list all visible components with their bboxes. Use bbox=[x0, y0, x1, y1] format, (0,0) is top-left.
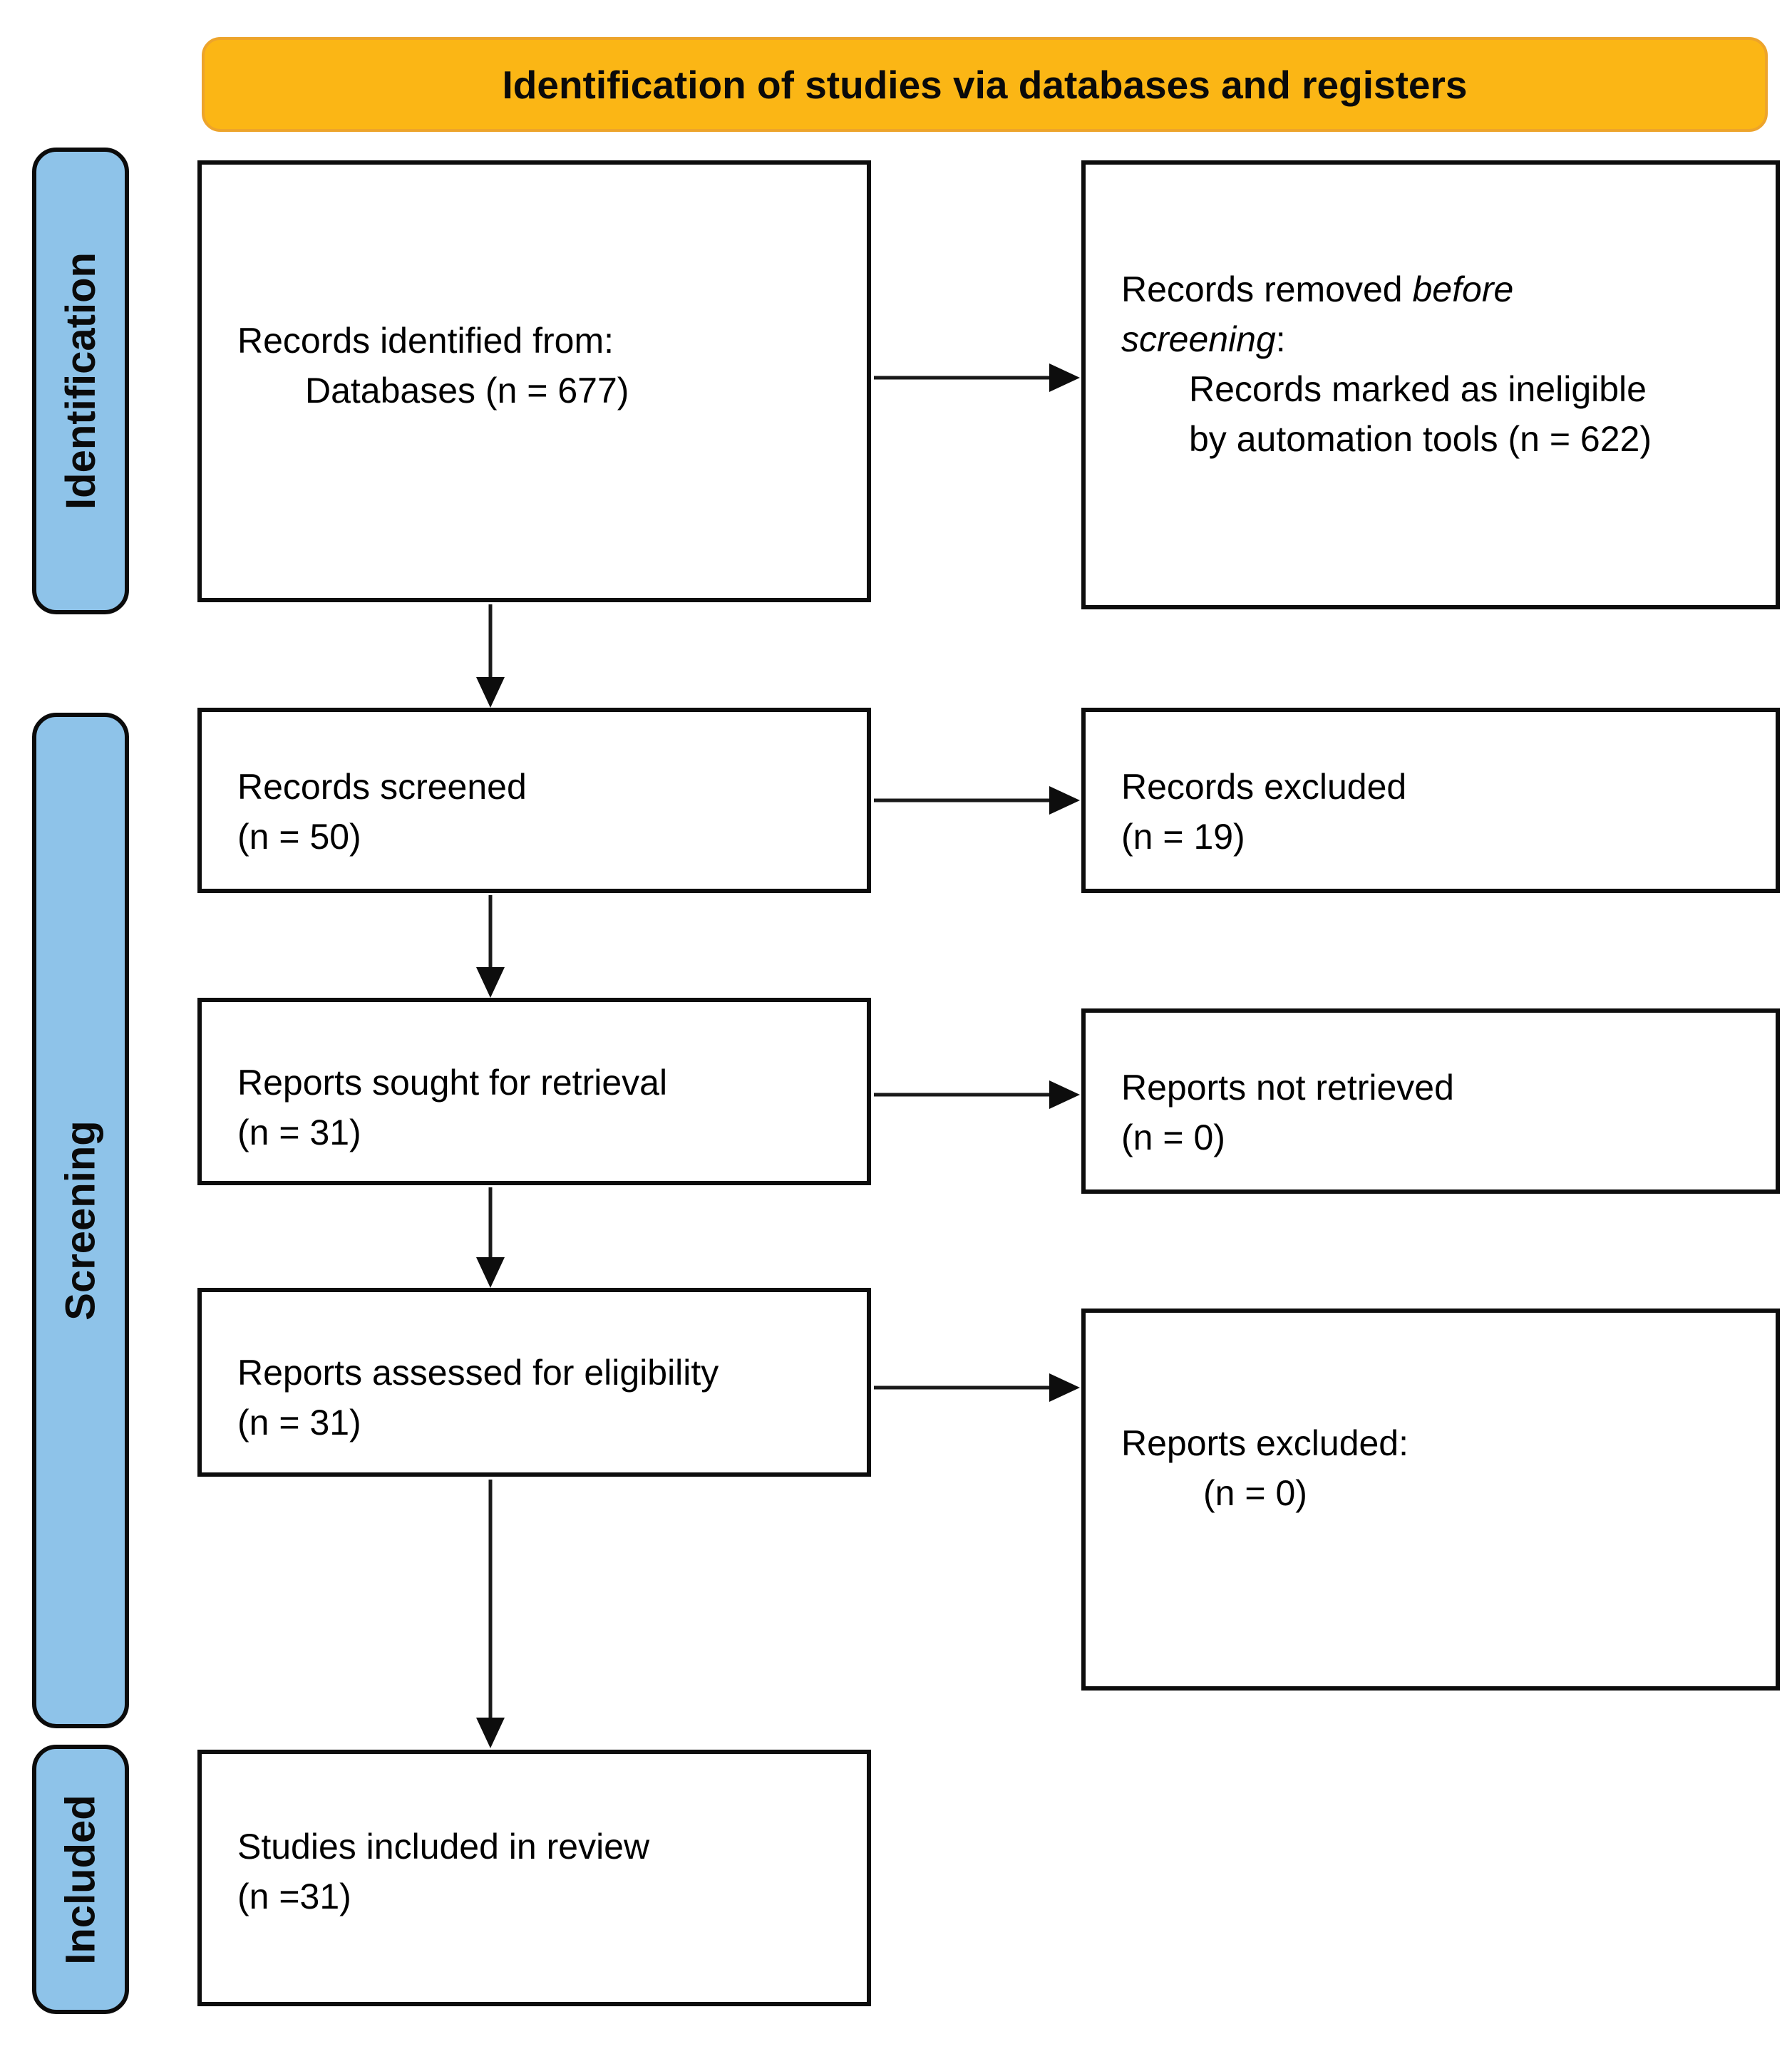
arrow-assessed-to-included bbox=[476, 1480, 505, 1748]
reports-assessed-line2: (n = 31) bbox=[237, 1403, 361, 1442]
records-removed-line2: screening: bbox=[1121, 314, 1754, 364]
box-studies-included: Studies included in review (n =31) bbox=[197, 1750, 871, 2006]
box-records-identified: Records identified from: Databases (n = … bbox=[197, 160, 871, 602]
reports-excluded-line2: (n = 0) bbox=[1203, 1473, 1307, 1513]
records-removed-line1-normal: Records removed bbox=[1121, 269, 1413, 309]
records-identified-line2: Databases (n = 677) bbox=[305, 371, 629, 411]
arrow-screened-to-sought bbox=[476, 895, 505, 998]
arrow-sought-to-assessed bbox=[476, 1187, 505, 1288]
box-reports-sought: Reports sought for retrieval (n = 31) bbox=[197, 998, 871, 1185]
stage-label-screening-text: Screening bbox=[57, 1120, 104, 1321]
box-records-screened: Records screened (n = 50) bbox=[197, 708, 871, 893]
box-reports-not-retrieved: Reports not retrieved (n = 0) bbox=[1081, 1008, 1780, 1194]
reports-sought-line1: Reports sought for retrieval bbox=[237, 1063, 668, 1103]
arrow-identified-to-screened bbox=[476, 604, 505, 708]
arrow-assessed-to-reports-excluded bbox=[874, 1373, 1080, 1402]
stage-label-included-text: Included bbox=[57, 1794, 104, 1965]
stage-label-included: Included bbox=[32, 1745, 129, 2014]
reports-sought-line2: (n = 31) bbox=[237, 1113, 361, 1152]
records-removed-line2-italic: screening bbox=[1121, 319, 1276, 359]
reports-excluded-line1: Reports excluded: bbox=[1121, 1423, 1409, 1463]
box-reports-assessed: Reports assessed for eligibility (n = 31… bbox=[197, 1288, 871, 1477]
records-screened-line2: (n = 50) bbox=[237, 817, 361, 857]
stage-label-identification-text: Identification bbox=[57, 252, 104, 510]
records-excluded-line1: Records excluded bbox=[1121, 767, 1407, 807]
records-removed-line1-italic: before bbox=[1412, 269, 1514, 309]
studies-included-line2: (n =31) bbox=[237, 1877, 351, 1916]
stage-label-screening: Screening bbox=[32, 713, 129, 1728]
reports-assessed-line1: Reports assessed for eligibility bbox=[237, 1353, 719, 1393]
records-excluded-line2: (n = 19) bbox=[1121, 817, 1245, 857]
records-removed-line4: by automation tools (n = 622) bbox=[1189, 419, 1652, 459]
records-screened-line1: Records screened bbox=[237, 767, 527, 807]
records-removed-line3: Records marked as ineligible bbox=[1189, 369, 1647, 409]
box-records-removed: Records removed before screening: Record… bbox=[1081, 160, 1780, 609]
arrow-screened-to-excluded bbox=[874, 786, 1080, 815]
studies-included-line1: Studies included in review bbox=[237, 1827, 650, 1867]
stage-label-identification: Identification bbox=[32, 148, 129, 614]
records-removed-line1: Records removed before bbox=[1121, 264, 1754, 314]
records-removed-line2-colon: : bbox=[1275, 319, 1286, 359]
header-title: Identification of studies via databases … bbox=[502, 62, 1468, 107]
reports-not-retrieved-line1: Reports not retrieved bbox=[1121, 1068, 1454, 1108]
box-reports-excluded: Reports excluded: (n = 0) bbox=[1081, 1309, 1780, 1691]
reports-not-retrieved-line2: (n = 0) bbox=[1121, 1118, 1225, 1157]
box-records-excluded: Records excluded (n = 19) bbox=[1081, 708, 1780, 893]
header-banner: Identification of studies via databases … bbox=[202, 37, 1768, 132]
arrow-identified-to-removed bbox=[874, 363, 1080, 392]
arrow-sought-to-not-retrieved bbox=[874, 1080, 1080, 1109]
records-identified-line1: Records identified from: bbox=[237, 321, 614, 361]
